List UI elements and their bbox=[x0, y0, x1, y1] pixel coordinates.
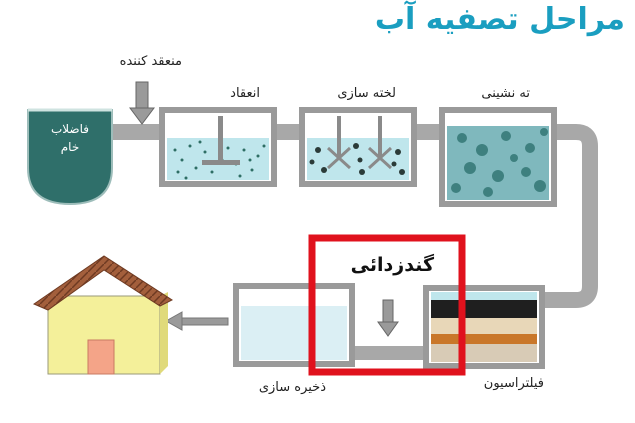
label-filtration: فیلتراسیون bbox=[483, 376, 544, 391]
disinfectant-arrow bbox=[377, 299, 399, 337]
filtration-tank bbox=[423, 285, 545, 369]
coagulant-arrow bbox=[129, 81, 155, 125]
label-sedimentation: ته نشینی bbox=[481, 86, 530, 101]
label-raw-sewage-line2: خام bbox=[60, 140, 80, 154]
label-flocculation: لخته سازی bbox=[337, 86, 396, 101]
top-pipes bbox=[108, 124, 598, 308]
storage-tank bbox=[233, 283, 355, 367]
label-storage: ذخیره سازی bbox=[258, 380, 326, 395]
sedimentation-tank bbox=[439, 107, 557, 207]
disinfection-highlight bbox=[308, 234, 466, 376]
label-coagulant: منعقد کننده bbox=[119, 54, 182, 69]
raw-sewage-tank bbox=[27, 109, 113, 206]
flocculation-tank bbox=[299, 107, 417, 187]
coagulation-tank bbox=[159, 107, 277, 187]
house-door bbox=[87, 339, 115, 375]
label-coagulation: انعقاد bbox=[230, 86, 260, 101]
house-roof bbox=[32, 255, 174, 311]
supply-arrow bbox=[164, 311, 229, 331]
diagram-title: مراحل تصفیه آب bbox=[374, 2, 625, 37]
label-disinfection: گندزدائی bbox=[350, 254, 434, 276]
label-raw-sewage-line1: فاضلاب bbox=[50, 122, 90, 136]
floc-particles bbox=[309, 143, 405, 175]
sediment-particles bbox=[451, 128, 548, 197]
house bbox=[32, 255, 174, 375]
bottom-pipes bbox=[350, 346, 430, 360]
